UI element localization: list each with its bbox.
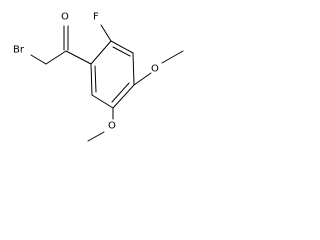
methoxy-methyl-bond bbox=[161, 50, 184, 64]
ring-to-methoxy-oxygen-bond bbox=[133, 72, 152, 86]
ring-bond bbox=[90, 63, 93, 96]
ring-bond bbox=[91, 94, 114, 109]
ring-bond bbox=[132, 52, 135, 86]
carbonyl-oxygen-label: O bbox=[61, 12, 69, 23]
ring-bond bbox=[112, 84, 135, 109]
bromine-label: Br bbox=[13, 45, 25, 56]
structural-formula: F O Br O O bbox=[13, 12, 184, 142]
ring-bond bbox=[90, 40, 112, 65]
fluorine-label: F bbox=[93, 12, 99, 23]
benzene-ring bbox=[90, 40, 135, 109]
ring-double-bond-inner bbox=[112, 46, 131, 57]
methoxy-oxygen-top-label: O bbox=[151, 64, 159, 75]
ring-double-bond-inner bbox=[111, 82, 130, 103]
carbonyl-to-ch2-bond bbox=[45, 50, 67, 65]
ring-bond bbox=[110, 40, 134, 54]
ring-double-bond-inner bbox=[94, 65, 97, 93]
c-f-bond bbox=[100, 24, 112, 42]
ring-to-carbonyl-bond bbox=[65, 50, 92, 65]
ch2-br-bond bbox=[30, 54, 47, 65]
methoxy-methyl-bond bbox=[87, 131, 105, 142]
methoxy-oxygen-bottom-label: O bbox=[108, 121, 116, 132]
